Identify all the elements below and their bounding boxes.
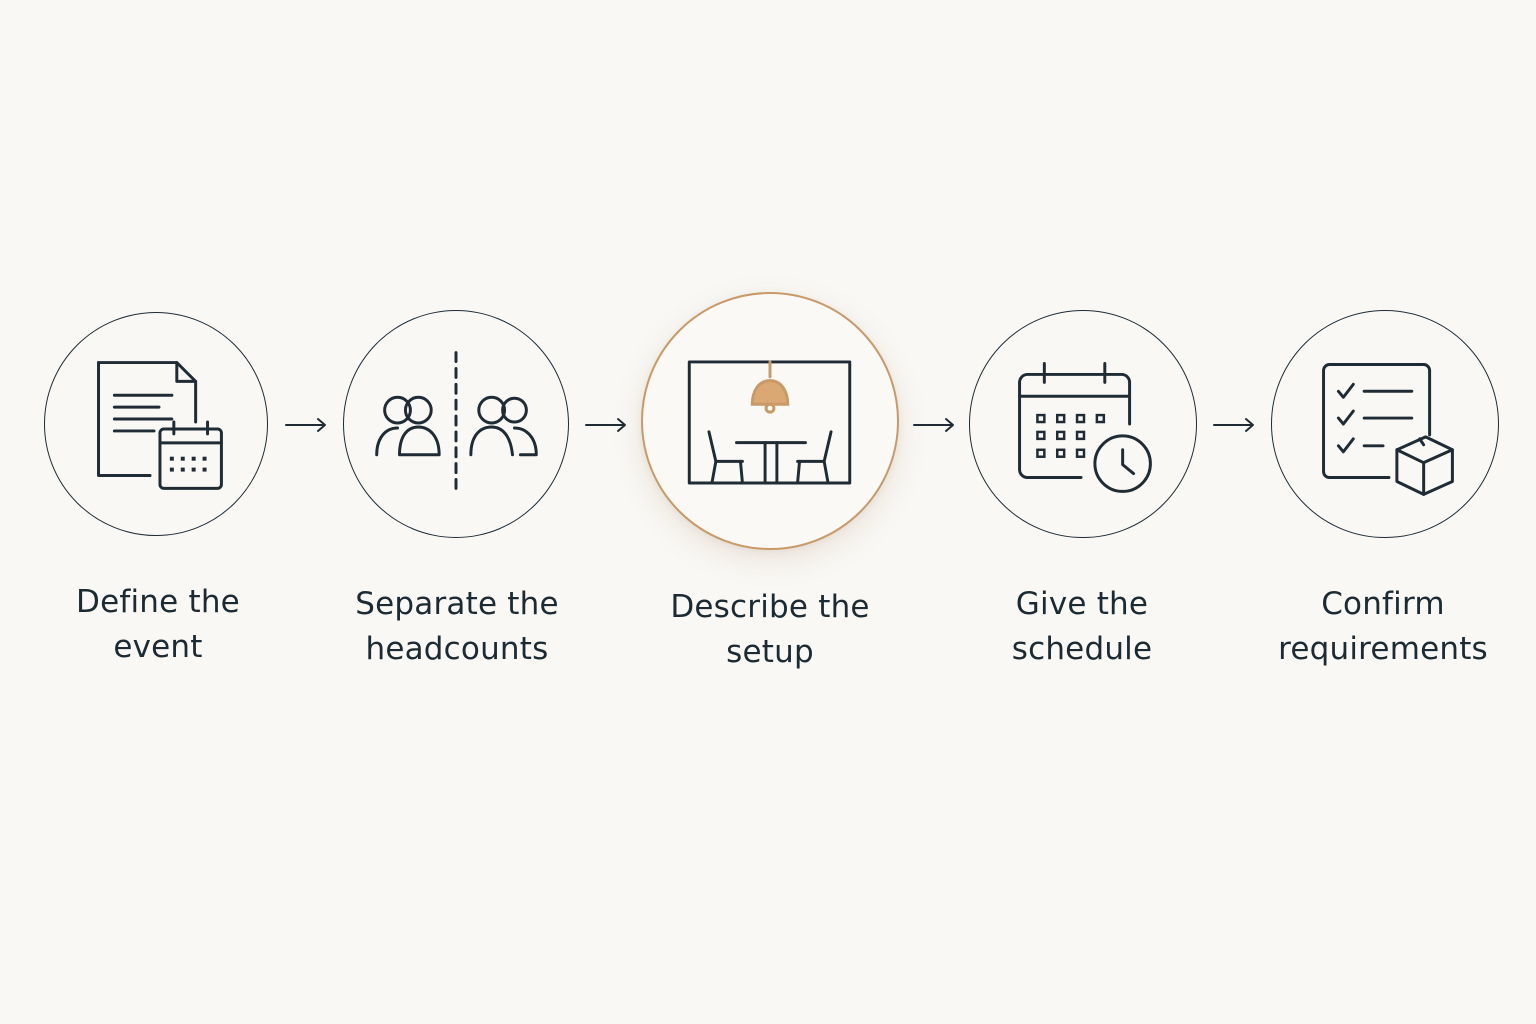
calendar-clock-icon [1018,362,1152,493]
step-1-circle [44,312,268,536]
step-2-label-line-2: headcounts [365,631,549,667]
step-1-label-line-2: event [113,629,203,665]
room-setup-icon [687,360,852,485]
step-5-label-line-1: Confirm [1321,586,1445,622]
arrow-3-icon [913,418,954,432]
step-4-circle [969,310,1197,538]
step-5-circle [1271,310,1499,538]
step-4-label-line-2: schedule [1011,631,1153,667]
step-3-label-line-1: Describe the [670,589,870,625]
arrow-1-icon [285,418,326,432]
split-groups-icon [375,351,538,495]
step-5-label: Confirm requirements [1253,582,1513,672]
arrow-2-icon [585,418,626,432]
step-2-label-line-1: Separate the [355,586,559,622]
step-5-label-line-2: requirements [1278,631,1488,667]
step-1-label-line-1: Define the [76,584,240,620]
step-3-label: Describe the setup [640,585,900,675]
step-3-label-line-2: setup [726,634,814,670]
step-4-label: Give the schedule [952,582,1212,672]
document-calendar-icon [97,361,223,490]
step-4-label-line-1: Give the [1015,586,1149,622]
checklist-box-icon [1322,363,1454,496]
step-2-label: Separate the headcounts [327,582,587,672]
step-1-label: Define the event [28,580,288,670]
arrow-4-icon [1213,418,1254,432]
step-3-circle [641,292,899,550]
step-2-circle [343,310,569,538]
